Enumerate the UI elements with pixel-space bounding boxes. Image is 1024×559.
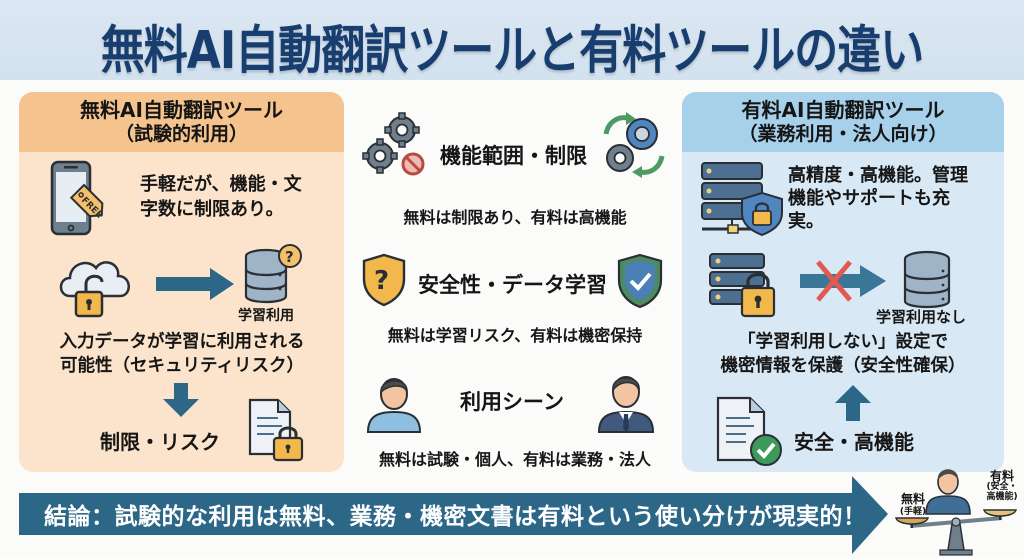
center-item-summary-security: 無料は学習リスク、有料は機密保持 <box>387 326 643 345</box>
free-flow-desc-line2: 可能性（セキュリティリスク） <box>60 356 304 376</box>
scale-paid-label: 有料 (安全・ 高機能) <box>982 470 1022 502</box>
database-question-icon: ? <box>244 244 302 304</box>
title-band <box>0 0 1024 80</box>
document-check-icon <box>716 396 782 466</box>
svg-text:?: ? <box>285 248 294 266</box>
center-item-title-function: 機能範囲・制限 <box>440 144 587 168</box>
paid-panel-subtitle: （業務利用・法人向け） <box>738 123 948 145</box>
free-panel-header: 無料AI自動翻訳ツール （試験的利用） <box>19 92 344 152</box>
free-point-line1: 手軽だが、機能・文 <box>140 174 302 195</box>
scale-paid-title: 有料 <box>989 469 1014 483</box>
paid-point-line1: 高精度・高機能。管理 <box>788 165 968 186</box>
conclusion-arrowhead <box>852 476 888 554</box>
shield-question-icon: ? <box>362 253 406 307</box>
paid-point-line2: 機能やサポートも充 <box>788 188 950 209</box>
scale-paid-sub2: 高機能) <box>986 492 1018 502</box>
center-item-summary-scene: 無料は試験・個人、有料は業務・法人 <box>378 450 651 469</box>
paid-flow-desc: 「学習利用しない」設定で 機密情報を保護（安全性確保） <box>686 330 1000 378</box>
conclusion-bar <box>19 493 854 535</box>
no-learning-label: 学習利用なし <box>876 308 967 326</box>
down-arrow-icon <box>163 383 199 417</box>
scale-free-title: 無料 <box>900 492 925 506</box>
center-item-title-scene: 利用シーン <box>460 390 564 414</box>
paid-panel-header: 有料AI自動翻訳ツール （業務利用・法人向け） <box>682 92 1004 152</box>
business-person-icon <box>597 376 655 433</box>
document-lock-icon <box>248 398 304 462</box>
free-point-line2: 字数に制限あり。 <box>140 199 284 220</box>
database-icon <box>903 250 951 309</box>
blocked-arrow-icon <box>800 260 886 302</box>
page-title: 無料AI自動翻訳ツールと有料ツールの違い <box>100 20 924 82</box>
gears-cycle-icon <box>603 112 665 178</box>
paid-flow-desc-line1: 「学習利用しない」設定で <box>738 332 948 352</box>
free-result-label: 制限・リスク <box>100 430 220 454</box>
free-panel-title: 無料AI自動翻訳ツール <box>80 98 283 122</box>
casual-person-icon <box>366 378 422 433</box>
up-arrow-icon <box>835 385 871 421</box>
free-flow-desc: 入力データが学習に利用される 可能性（セキュリティリスク） <box>26 330 338 378</box>
center-item-summary-function: 無料は制限あり、有料は高機能 <box>403 208 627 227</box>
cloud-unlocked-icon <box>59 261 130 318</box>
learning-use-label: 学習利用 <box>238 308 294 324</box>
shield-check-icon <box>617 253 663 309</box>
paid-flow-desc-line2: 機密情報を保護（安全性確保） <box>720 356 966 376</box>
server-lock-icon <box>709 253 776 318</box>
scale-free-sub: (手軽) <box>899 507 927 517</box>
paid-panel-title: 有料AI自動翻訳ツール <box>741 98 945 122</box>
free-flow-desc-line1: 入力データが学習に利用される <box>59 332 305 352</box>
paid-result-label: 安全・高機能 <box>794 430 914 454</box>
gears-prohibited-icon <box>362 112 425 176</box>
smartphone-free-tag-icon: FREE <box>50 160 104 236</box>
paid-point-line3: 実。 <box>788 211 824 232</box>
balance-scale-icon <box>895 469 1017 556</box>
center-item-title-security: 安全性・データ学習 <box>418 273 607 297</box>
free-panel-subtitle: （試験的利用） <box>114 123 248 145</box>
conclusion-text: 結論：試験的な利用は無料、業務・機密文書は有料という使い分けが現実的！ <box>44 504 867 530</box>
scale-paid-sub1: (安全・ <box>986 482 1018 492</box>
paid-point-text: 高精度・高機能。管理 機能やサポートも充 実。 <box>788 164 968 233</box>
svg-text:?: ? <box>374 266 389 296</box>
scale-free-label: 無料 (手軽) <box>898 493 928 519</box>
server-shield-lock-icon <box>701 162 783 237</box>
free-point-text: 手軽だが、機能・文 字数に制限あり。 <box>140 172 302 222</box>
right-arrow-icon <box>156 268 234 300</box>
